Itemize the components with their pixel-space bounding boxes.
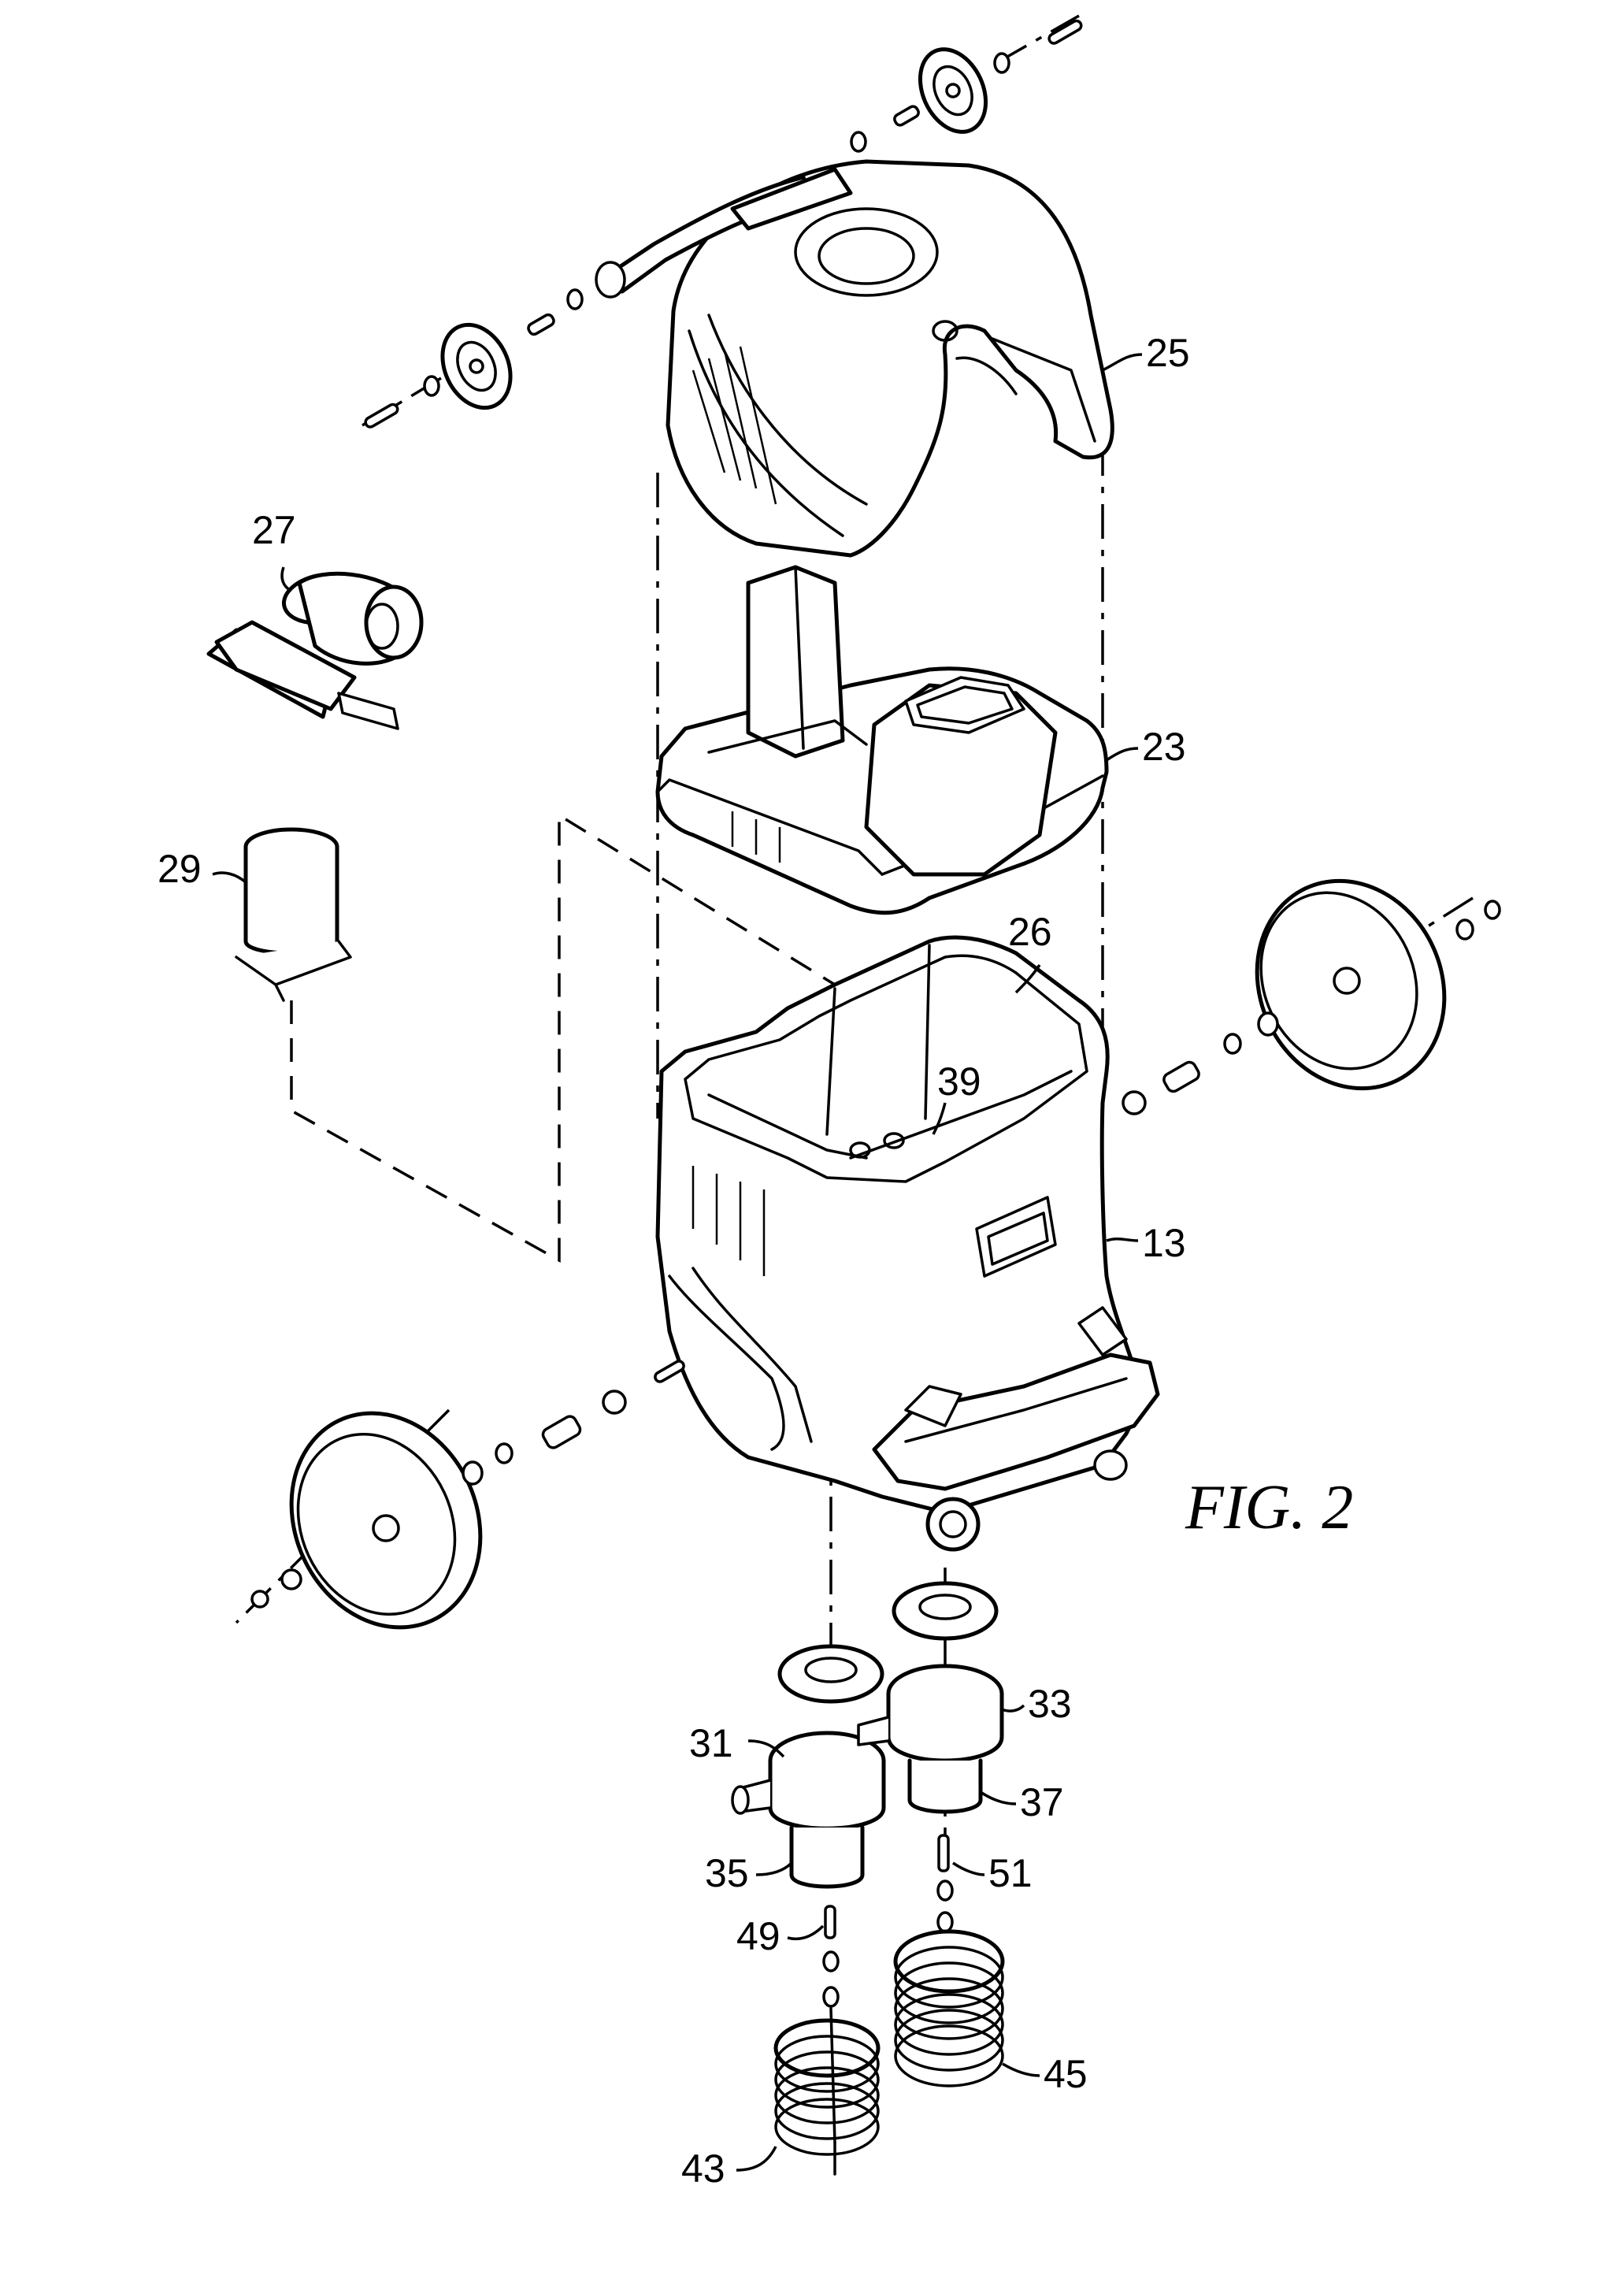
cover-part [596, 161, 1112, 555]
label-upper-housing: 23 [1142, 725, 1186, 769]
label-capacitor: 29 [158, 847, 202, 891]
label-pin-right: 51 [988, 1851, 1033, 1895]
label-cavity: 26 [1008, 910, 1052, 954]
cover-axle-hardware-left [364, 290, 582, 429]
wheel-left-part [252, 1360, 685, 1659]
motor-part [209, 569, 421, 729]
label-coil-left: 43 [681, 2147, 725, 2191]
fitting-left-part [732, 1733, 884, 1887]
label-floor: 39 [937, 1059, 981, 1104]
label-coil-right: 45 [1044, 2052, 1088, 2096]
label-base-housing: 13 [1142, 1221, 1186, 1265]
label-inlet-fitting-left: 31 [689, 1721, 733, 1765]
coil-left-part [776, 2009, 878, 2174]
label-nozzle-right: 37 [1020, 1780, 1064, 1824]
label-pin-left: 49 [736, 1914, 780, 1958]
figure-title: FIG. 2 [1185, 1473, 1353, 1542]
coil-right-part [895, 1931, 1003, 2086]
label-cover: 25 [1146, 331, 1190, 375]
label-nozzle-left: 35 [705, 1851, 749, 1895]
wheel-right-part [1123, 850, 1500, 1119]
label-inlet-fitting-right: 33 [1028, 1682, 1072, 1726]
label-motor: 27 [252, 508, 296, 552]
cover-axle-hardware-right [851, 19, 1083, 151]
capacitor-part [236, 829, 350, 1000]
upper-housing-part [658, 567, 1107, 913]
base-housing-part [658, 937, 1158, 1549]
